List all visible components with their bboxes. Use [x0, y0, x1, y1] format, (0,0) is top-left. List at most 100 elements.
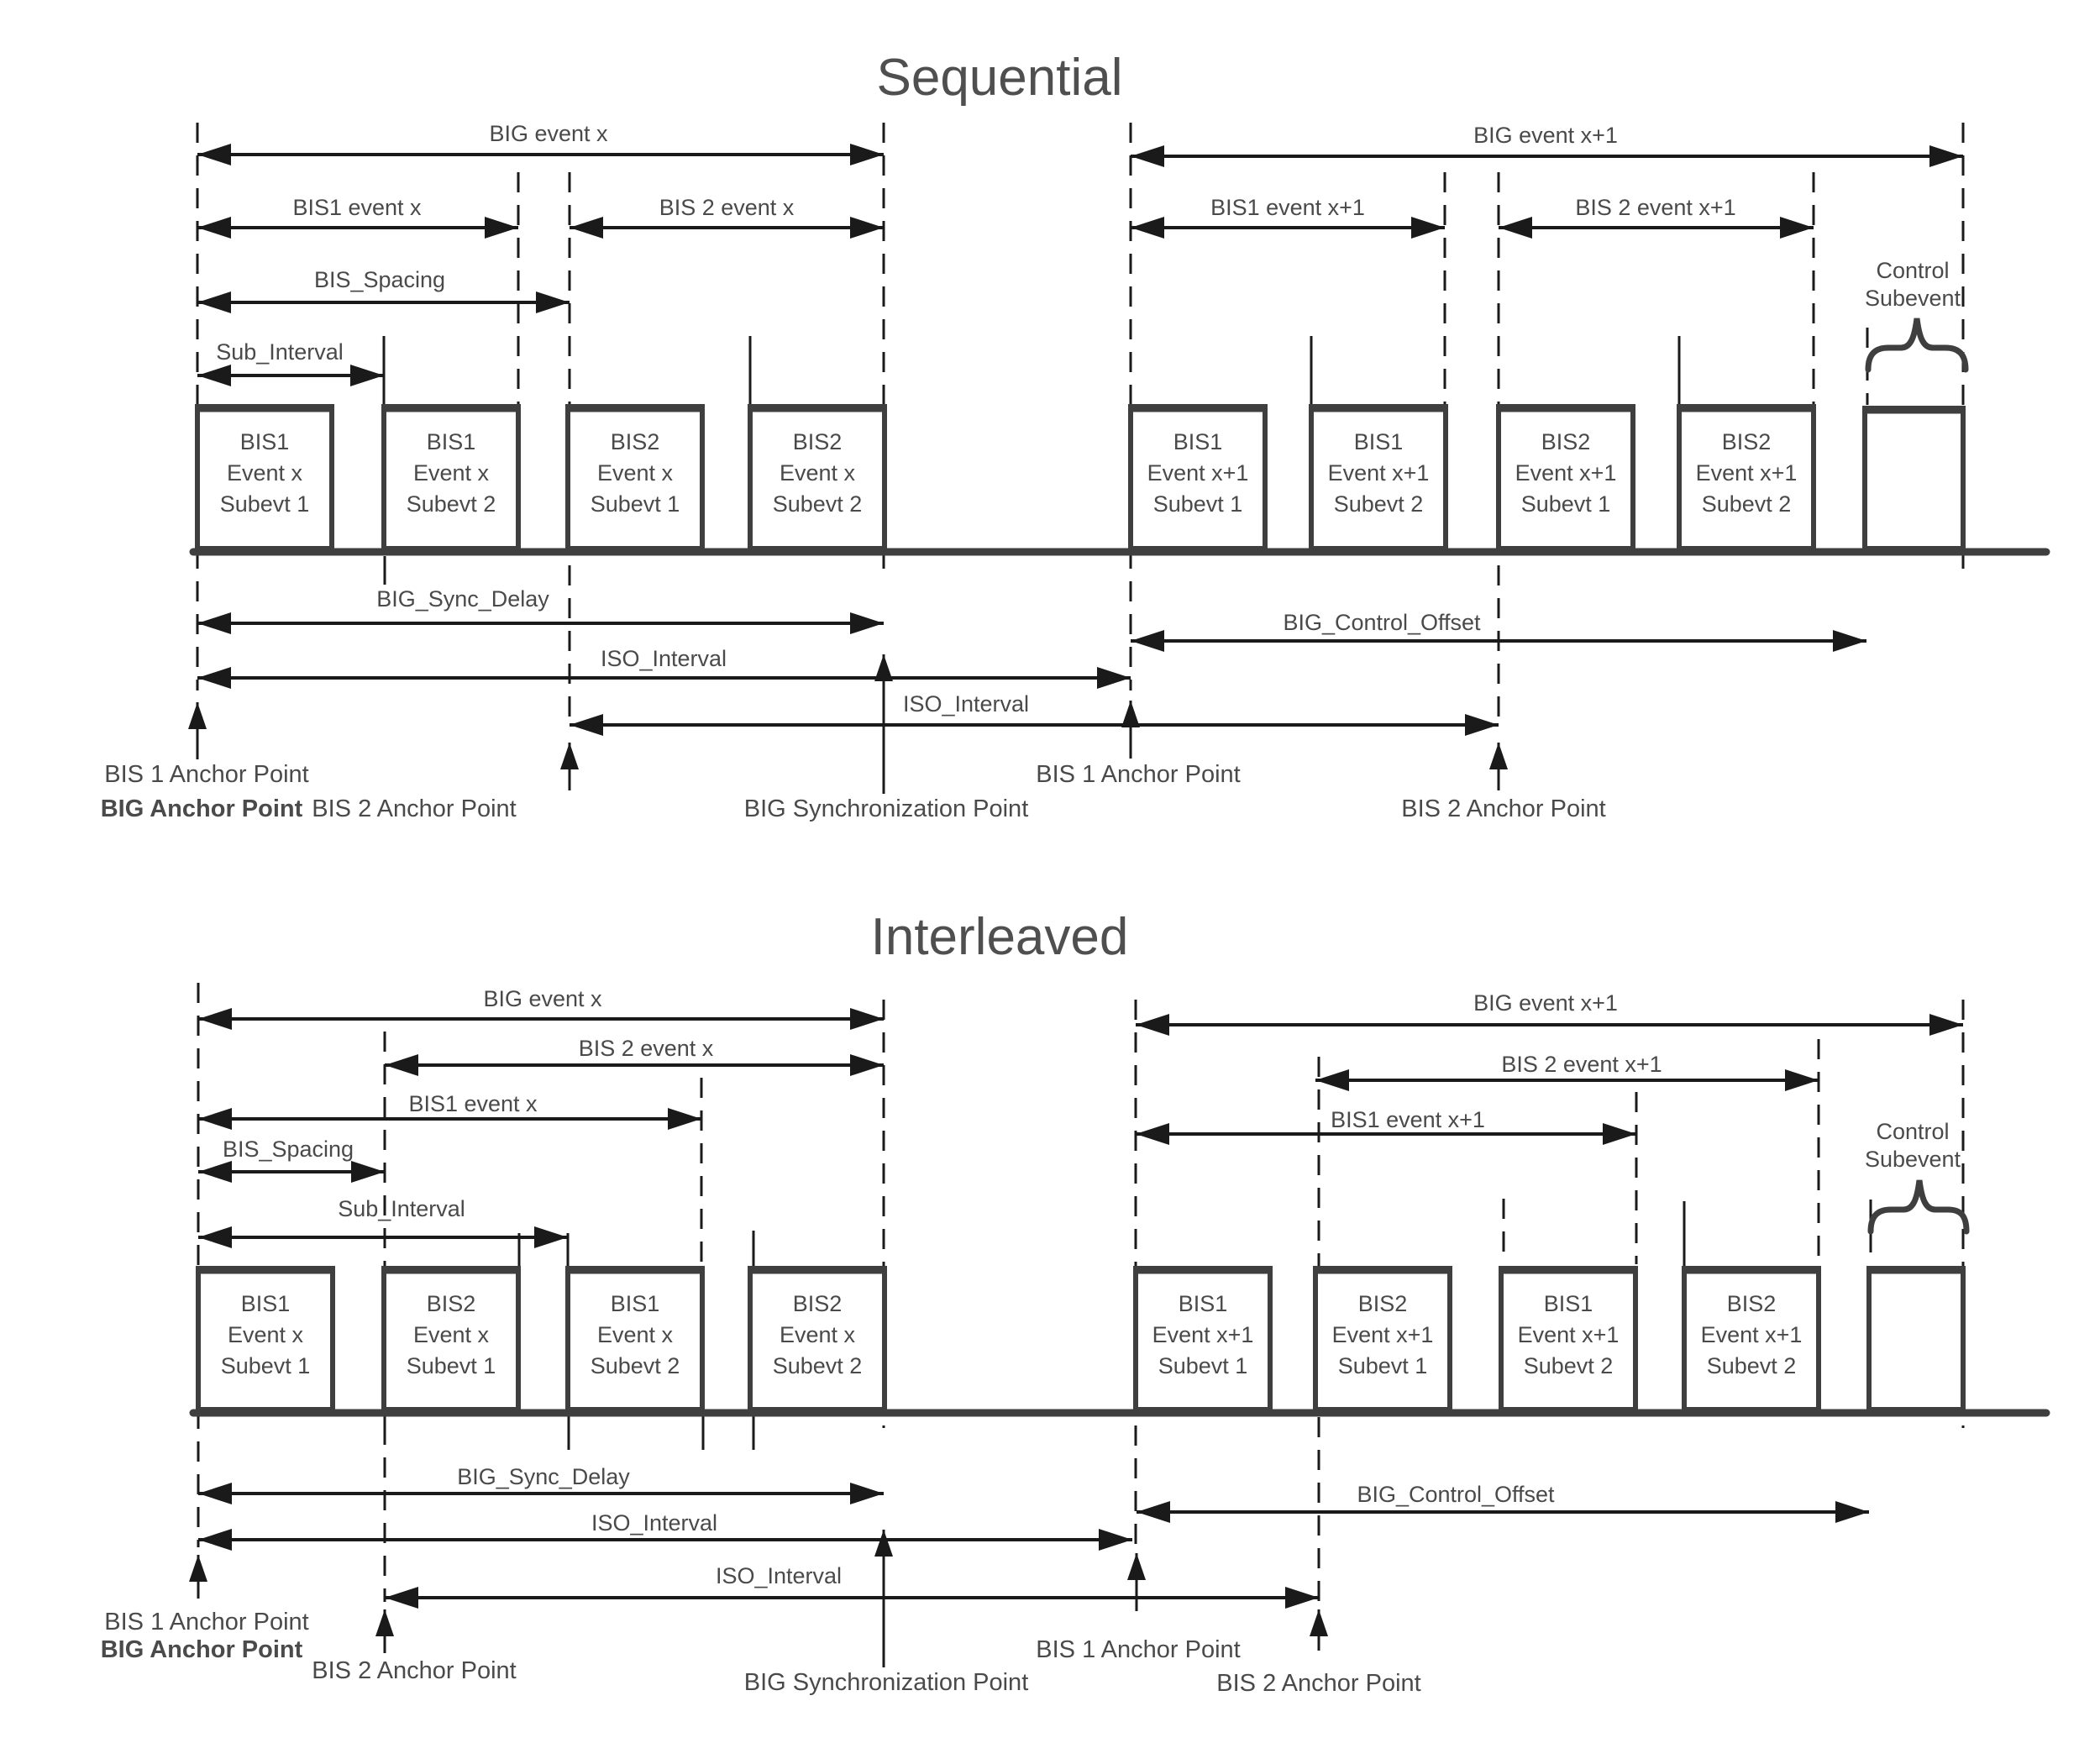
- subevent-box: BIS2 Event x Subevt 1: [381, 1266, 521, 1412]
- label-bis2-anchor-left: BIS 2 Anchor Point: [312, 795, 516, 822]
- box-outline: [748, 404, 887, 551]
- subevent-box: BIS1 Event x Subevt 1: [196, 1266, 335, 1412]
- label-control-subevent-line2: Subevent: [1865, 1147, 1961, 1172]
- box-label-line: Subevt 2: [773, 1353, 863, 1378]
- label-iso-interval-left: ISO_Interval: [591, 1510, 717, 1536]
- subevent-box: BIS2 Event x Subevt 1: [565, 404, 705, 551]
- subevent-box: BIS2 Event x Subevt 2: [748, 1266, 887, 1412]
- box-label-line: Subevt 1: [220, 491, 310, 517]
- subevent-box: BIS2 Event x+1 Subevt 1: [1496, 404, 1635, 551]
- box-label-line: Event x: [228, 1322, 304, 1347]
- label-big-control-offset: BIG_Control_Offset: [1283, 610, 1481, 635]
- box-label-line: BIS1: [1173, 429, 1223, 454]
- label-sub-interval: Sub_Interval: [338, 1196, 465, 1221]
- box-outline: [381, 404, 521, 551]
- subevent-box: BIS1 Event x+1 Subevt 1: [1133, 1266, 1273, 1412]
- label-bis2-event-x: BIS 2 event x: [579, 1036, 714, 1061]
- label-sub-interval: Sub_Interval: [216, 339, 344, 365]
- box-label-line: Subevt 1: [407, 1353, 496, 1378]
- label-bis2-event-x1: BIS 2 event x+1: [1575, 195, 1735, 220]
- subevent-box: BIS2 Event x+1 Subevt 2: [1677, 404, 1816, 551]
- box-label-line: BIS2: [793, 1291, 843, 1316]
- box-label-line: Event x+1: [1701, 1322, 1803, 1347]
- box-label-line: Event x: [413, 1322, 490, 1347]
- label-big-control-offset: BIG_Control_Offset: [1357, 1482, 1555, 1507]
- box-label-line: BIS1: [1179, 1291, 1228, 1316]
- label-bis1-event-x1: BIS1 event x+1: [1210, 195, 1365, 220]
- box-outline: [381, 1266, 521, 1412]
- box-outline: [1677, 404, 1816, 551]
- box-label-line: Event x: [780, 460, 856, 486]
- label-bis-spacing: BIS_Spacing: [223, 1137, 354, 1162]
- control-subevent-box: [1866, 1266, 1966, 1412]
- label-big-sync-delay: BIG_Sync_Delay: [457, 1464, 630, 1489]
- box-label-line: Subevt 2: [773, 491, 863, 517]
- box-label-line: Subevt 2: [1707, 1353, 1797, 1378]
- box-label-line: Event x+1: [1147, 460, 1249, 486]
- label-iso-interval-right: ISO_Interval: [716, 1563, 842, 1588]
- box-label-line: BIS2: [611, 429, 660, 454]
- label-big-event-x: BIG event x: [483, 986, 602, 1011]
- subevent-box: BIS1 Event x+1 Subevt 2: [1309, 404, 1448, 551]
- box-label-line: BIS2: [427, 1291, 476, 1316]
- label-big-event-x1: BIG event x+1: [1473, 990, 1618, 1016]
- box-label-line: BIS1: [1354, 429, 1404, 454]
- subevent-box: BIS1 Event x Subevt 2: [565, 1266, 705, 1412]
- box-label-line: Subevt 2: [1702, 491, 1792, 517]
- control-subevent-brace: [1865, 318, 1969, 373]
- box-label-line: Event x: [597, 1322, 674, 1347]
- box-outline: [1128, 404, 1268, 551]
- label-control-subevent-line2: Subevent: [1865, 286, 1961, 311]
- label-big-event-x: BIG event x: [489, 121, 608, 146]
- label-bis-spacing: BIS_Spacing: [314, 267, 445, 292]
- label-iso-interval-right: ISO_Interval: [903, 691, 1029, 717]
- label-bis1-event-x1: BIS1 event x+1: [1331, 1107, 1485, 1132]
- box-label-line: Subevt 1: [1158, 1353, 1248, 1378]
- subevent-box: BIS1 Event x+1 Subevt 1: [1128, 404, 1268, 551]
- subevent-box: BIS2 Event x+1 Subevt 1: [1313, 1266, 1452, 1412]
- box-label-line: Subevt 1: [1338, 1353, 1428, 1378]
- box-label-line: Subevt 1: [1521, 491, 1611, 517]
- box-label-line: Subevt 2: [407, 491, 496, 517]
- subevent-box: BIS1 Event x+1 Subevt 2: [1499, 1266, 1638, 1412]
- box-label-line: BIS2: [1727, 1291, 1777, 1316]
- box-label-line: Subevt 2: [1524, 1353, 1614, 1378]
- box-label-line: BIS1: [611, 1291, 660, 1316]
- box-label-line: BIS1: [240, 429, 290, 454]
- box-label-line: Event x: [227, 460, 303, 486]
- label-big-event-x1: BIG event x+1: [1473, 123, 1618, 148]
- interleaved-diagram: Interleaved BIG event x: [101, 908, 2050, 1697]
- label-control-subevent-line1: Control: [1876, 1119, 1949, 1144]
- label-bis2-event-x: BIS 2 event x: [659, 195, 795, 220]
- sequential-diagram: Sequential BIG event x BIG event x+1: [101, 49, 2050, 822]
- interleaved-title: Interleaved: [871, 908, 1129, 966]
- box-label-line: Subevt 2: [1334, 491, 1424, 517]
- box-outline: [195, 404, 334, 551]
- subevent-box: BIS2 Event x+1 Subevt 2: [1682, 1266, 1821, 1412]
- control-subevent-box: [1862, 406, 1966, 551]
- box-label-line: Event x+1: [1515, 460, 1617, 486]
- box-label-line: BIS2: [793, 429, 843, 454]
- label-bis1-anchor-left: BIS 1 Anchor Point: [104, 761, 308, 788]
- label-bis1-event-x: BIS1 event x: [292, 195, 422, 220]
- subevent-box: BIS2 Event x Subevt 2: [748, 404, 887, 551]
- box-label-line: Event x+1: [1518, 1322, 1620, 1347]
- label-bis2-anchor-right: BIS 2 Anchor Point: [1216, 1670, 1420, 1697]
- box-label-line: Event x: [413, 460, 490, 486]
- box-outline: [1496, 404, 1635, 551]
- label-bis1-anchor-left: BIS 1 Anchor Point: [104, 1609, 308, 1635]
- box-label-line: Event x+1: [1152, 1322, 1254, 1347]
- box-outline: [1866, 1266, 1966, 1412]
- label-big-sync-delay: BIG_Sync_Delay: [376, 586, 549, 612]
- sequential-edge-ticks: [382, 336, 1681, 585]
- subevent-box: BIS1 Event x Subevt 2: [381, 404, 521, 551]
- label-bis1-anchor-right: BIS 1 Anchor Point: [1036, 761, 1240, 788]
- box-label-line: BIS2: [1541, 429, 1591, 454]
- box-outline: [748, 1266, 887, 1412]
- label-bis2-anchor-left: BIS 2 Anchor Point: [312, 1657, 516, 1684]
- label-iso-interval-left: ISO_Interval: [601, 646, 727, 671]
- box-label-line: BIS2: [1722, 429, 1772, 454]
- box-label-line: Subevt 2: [591, 1353, 680, 1378]
